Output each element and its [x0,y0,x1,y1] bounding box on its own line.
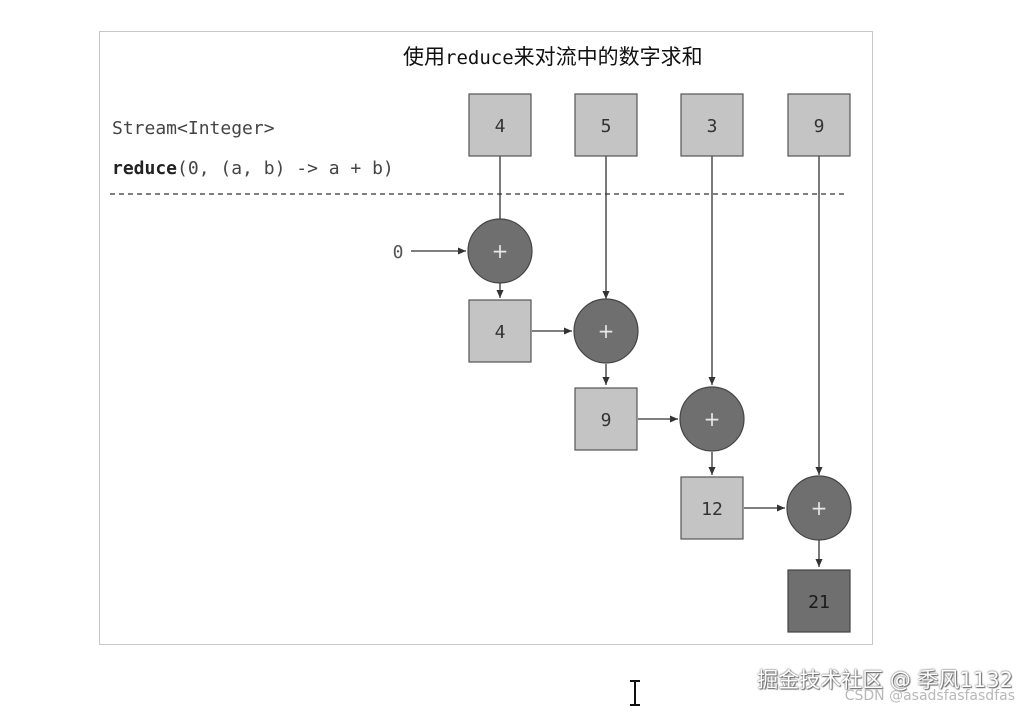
final-result-box: 21 [787,569,851,633]
stream-element-box: 9 [787,93,851,157]
intermediate-result-value: 9 [601,410,612,431]
reduce-expression: reduce(0, (a, b) -> a + b) [112,158,394,179]
intermediate-result-value: 12 [701,499,723,520]
diagram-title: 使用reduce来对流中的数字求和 [403,45,703,69]
intermediate-result-box: 9 [574,387,638,451]
plus-icon: + [492,239,509,263]
stream-element-value: 5 [601,116,612,137]
stream-element-box: 3 [680,93,744,157]
plus-icon: + [704,407,721,431]
text-cursor-icon [628,680,642,710]
intermediate-result-value: 4 [495,322,506,343]
plus-operator-node: + [679,386,745,452]
stream-element-value: 9 [814,116,825,137]
final-result-value: 21 [808,592,830,613]
stream-element-value: 4 [495,116,506,137]
plus-operator-node: + [573,298,639,364]
plus-icon: + [598,319,615,343]
stream-type-label: Stream<Integer> [112,118,275,139]
plus-icon: + [811,496,828,520]
watermark-primary: 掘金技术社区 @ 季风1132 [757,668,1013,692]
plus-operator-node: + [786,475,852,541]
initial-value-label: 0 [393,242,404,263]
intermediate-result-box: 12 [680,476,744,540]
intermediate-result-box: 4 [468,299,532,363]
plus-operator-node: + [467,218,533,284]
stream-element-box: 4 [468,93,532,157]
stream-element-box: 5 [574,93,638,157]
watermark-secondary: CSDN @asadsfasfasdfas [844,688,1015,704]
stream-element-value: 3 [707,116,718,137]
